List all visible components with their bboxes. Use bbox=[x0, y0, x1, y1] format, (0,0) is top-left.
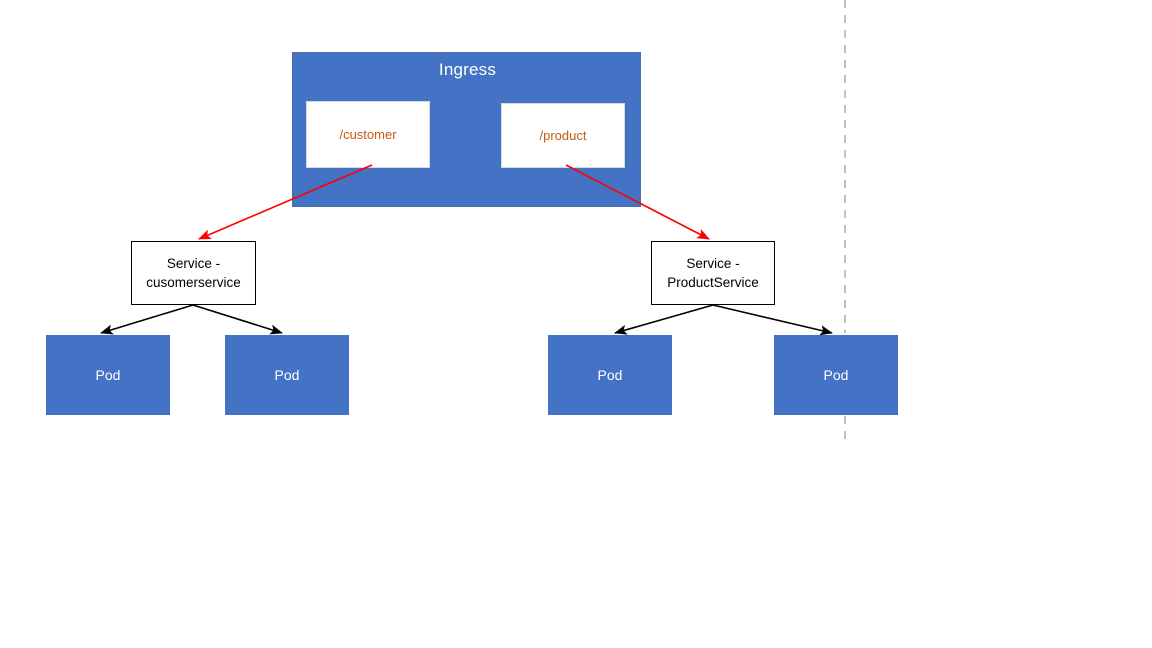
arrow-customer-service-to-pod-1 bbox=[100, 304, 194, 335]
ingress-path-customer-label: /customer bbox=[339, 127, 397, 142]
service-box-productservice[interactable]: Service - ProductService bbox=[651, 241, 775, 305]
arrow-product-service-to-pod-3 bbox=[614, 304, 714, 335]
pod-4-label: Pod bbox=[823, 367, 849, 383]
pod-box-1[interactable]: Pod bbox=[46, 335, 170, 415]
pod-3-label: Pod bbox=[597, 367, 623, 383]
ingress-path-customer[interactable]: /customer bbox=[306, 101, 430, 168]
pod-box-3[interactable]: Pod bbox=[548, 335, 672, 415]
ingress-title: Ingress bbox=[438, 60, 497, 79]
service-productservice-line2: ProductService bbox=[667, 275, 759, 290]
service-customerservice-line2: cusomerservice bbox=[146, 275, 241, 290]
pod-box-2[interactable]: Pod bbox=[225, 335, 349, 415]
arrow-product-service-to-pod-4 bbox=[712, 304, 833, 336]
service-productservice-line1: Service - bbox=[686, 256, 740, 271]
service-box-customerservice[interactable]: Service - cusomerservice bbox=[131, 241, 256, 305]
ingress-path-product-label: /product bbox=[539, 128, 587, 143]
ingress-path-product[interactable]: /product bbox=[501, 103, 625, 168]
pod-box-4[interactable]: Pod bbox=[774, 335, 898, 415]
pod-1-label: Pod bbox=[95, 367, 121, 383]
service-customerservice-line1: Service - bbox=[166, 256, 221, 271]
pod-2-label: Pod bbox=[274, 367, 300, 383]
arrow-customer-service-to-pod-2 bbox=[192, 304, 283, 335]
